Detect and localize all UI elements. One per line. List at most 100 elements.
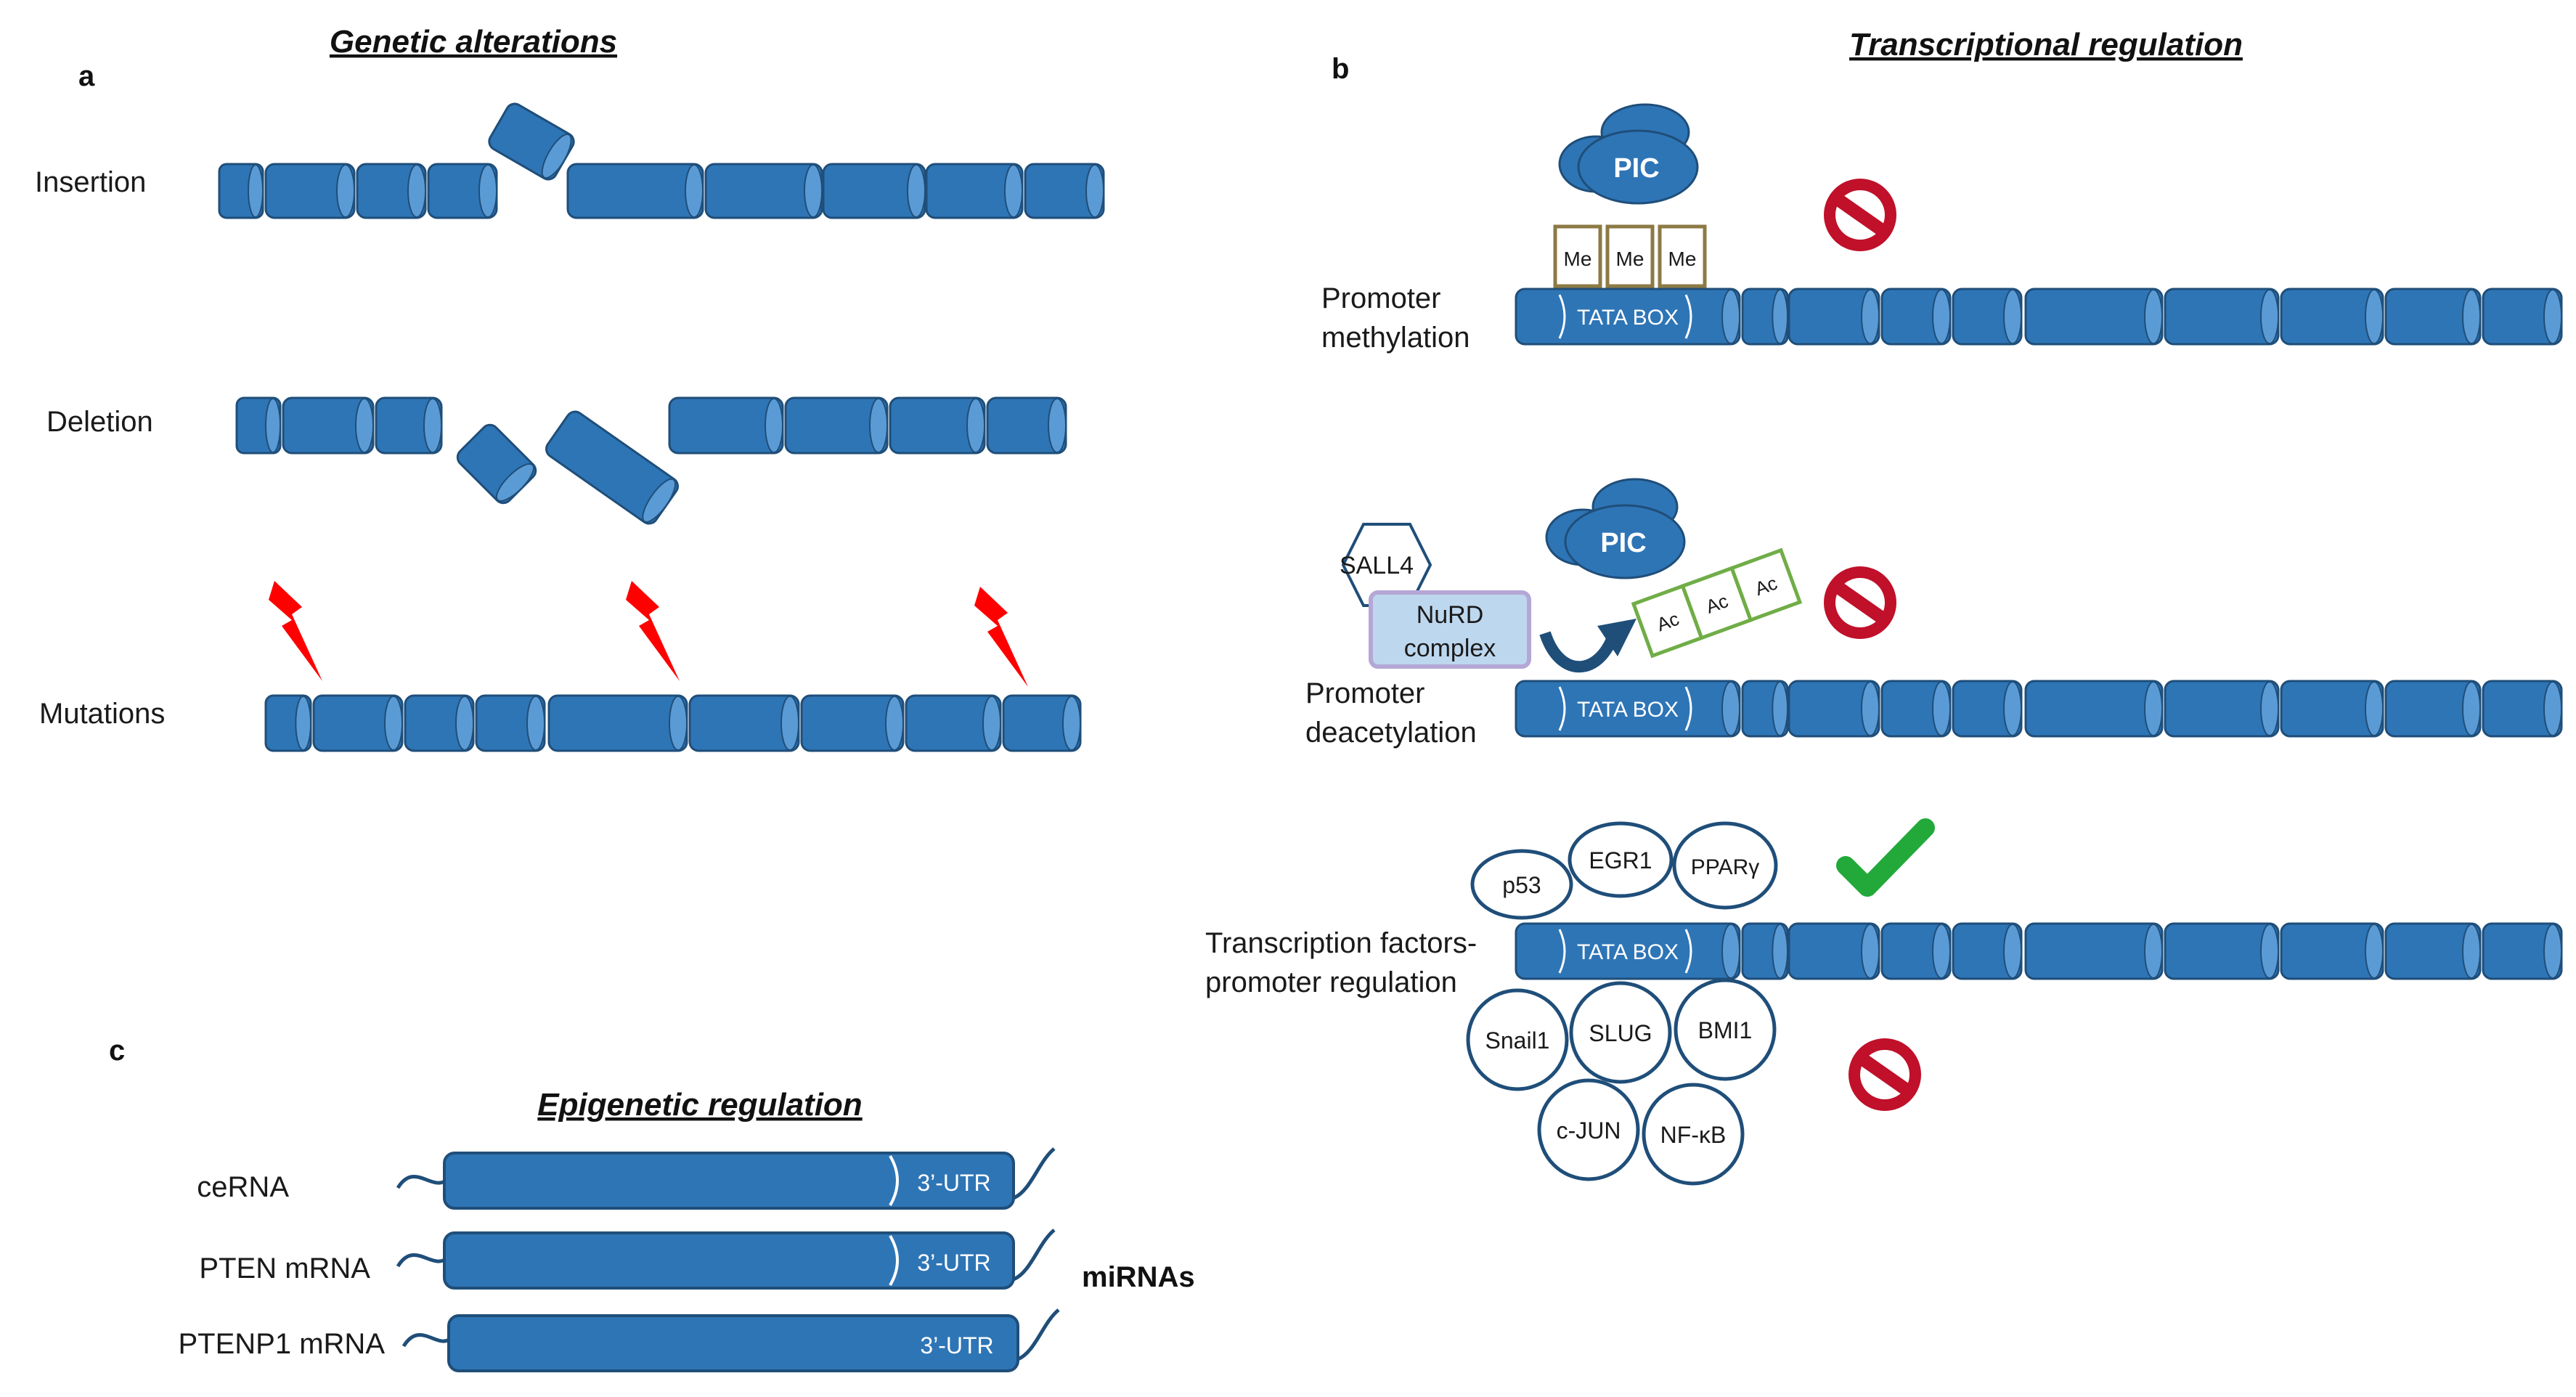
deletion-dna (235, 396, 1067, 525)
dna-segment (800, 694, 905, 752)
dna-segment (1952, 680, 2023, 738)
dna-segment (2164, 922, 2280, 980)
no-sign-icon (1824, 179, 1896, 251)
tf-bmi1: BMI1 (1698, 1017, 1753, 1043)
mutation-lightning-1 (269, 581, 322, 681)
pic-label: PIC (1613, 153, 1659, 184)
dna-segment (282, 396, 375, 455)
panel-a-title: Genetic alterations (330, 24, 617, 60)
methyl-marks: Me Me Me (1553, 224, 1707, 288)
dna-segment (1952, 288, 2023, 346)
tf-nfkb: NF-κB (1660, 1122, 1727, 1148)
no-sign-icon (1824, 566, 1896, 639)
lightning-icon (626, 581, 680, 681)
dna-segment (1741, 922, 1789, 980)
pic-complex-2: PIC (1545, 478, 1686, 579)
tata-box-label: TATA BOX (1577, 306, 1679, 330)
tf-promoter-dna: TATA BOX (1515, 922, 2563, 980)
panel-b-title: Transcriptional regulation (1849, 27, 2243, 62)
dna-segment (1741, 288, 1789, 346)
cerna-label: ceRNA (197, 1171, 289, 1203)
cerna-utr: 3’-UTR (917, 1170, 990, 1196)
dna-segment (475, 694, 546, 752)
dna-segment (2482, 680, 2563, 738)
dna-segment (668, 396, 784, 455)
dna-segment (986, 396, 1067, 455)
tata-box-segment: TATA BOX (1515, 922, 1741, 980)
mutation-lightning-3 (974, 587, 1028, 687)
methylation-label-2: methylation (1321, 322, 1470, 354)
insertion-label: Insertion (35, 166, 146, 198)
dna-segment (2024, 288, 2164, 346)
deacetylation-label-1: Promoter (1305, 677, 1425, 709)
dna-segment (1880, 288, 1952, 346)
panel-b-letter: b (1332, 53, 1349, 85)
methyl-mark-2: Me (1616, 248, 1644, 270)
dna-segment (905, 694, 1002, 752)
dna-segment (822, 163, 926, 219)
dna-segment (488, 102, 575, 181)
methylation-label-1: Promoter (1321, 282, 1441, 314)
dna-segment (545, 410, 679, 525)
dna-segment (547, 694, 688, 752)
tata-box-label: TATA BOX (1577, 940, 1679, 964)
sall4-hexagon: SALL4 (1340, 523, 1432, 607)
acetyl-marks: Ac Ac Ac (1631, 547, 1803, 659)
nurd-complex: NuRD complex (1369, 590, 1531, 669)
curved-arrow-icon (1539, 619, 1637, 673)
dna-segment (688, 694, 800, 752)
dna-segment (2164, 288, 2280, 346)
dna-segment (2482, 922, 2563, 980)
methylation-promoter-dna: TATA BOX (1515, 288, 2563, 346)
dna-segment (218, 163, 264, 219)
cerna-mrna: 3’-UTR (396, 1147, 1056, 1210)
dna-segment (375, 396, 443, 455)
dna-segment (2482, 288, 2563, 346)
dna-segment (235, 396, 282, 455)
pic-complex-1: PIC (1558, 103, 1699, 205)
ptenp1-mrna: 3’-UTR (402, 1308, 1060, 1372)
panel-c-letter: c (109, 1035, 125, 1067)
tata-box-segment: TATA BOX (1515, 680, 1741, 738)
dna-segment (925, 163, 1024, 219)
ptenp1-label: PTENP1 mRNA (179, 1328, 386, 1360)
panel-a: a Genetic alterations Insertion Deletion… (35, 24, 1105, 752)
dna-segment (1880, 680, 1952, 738)
tf-egr1: EGR1 (1589, 847, 1652, 873)
repressor-factors: Snail1 SLUG BMI1 c-JUN NF-κB (1466, 978, 1777, 1186)
dna-segment (356, 163, 427, 219)
mutations-dna (264, 694, 1082, 752)
dna-segment (312, 694, 404, 752)
pic-label: PIC (1600, 528, 1646, 558)
dna-segment (2024, 680, 2164, 738)
panel-c: c Epigenetic regulation ceRNA 3’-UTR PTE… (109, 1035, 1195, 1372)
tata-box-segment: TATA BOX (1515, 288, 1741, 346)
dna-segment (2384, 288, 2482, 346)
panel-c-title: Epigenetic regulation (537, 1087, 862, 1123)
dna-segment (2280, 288, 2384, 346)
mirnas-label: miRNAs (1082, 1261, 1195, 1293)
pten-label: PTEN mRNA (199, 1253, 370, 1284)
methyl-mark-3: Me (1668, 248, 1697, 270)
tf-slug: SLUG (1589, 1020, 1652, 1046)
dna-segment (1880, 922, 1952, 980)
tf-label-2: promoter regulation (1205, 966, 1457, 998)
tf-snail1: Snail1 (1485, 1027, 1550, 1054)
dna-segment (456, 423, 537, 505)
dna-segment (264, 694, 312, 752)
tf-p53: p53 (1502, 872, 1541, 898)
dna-segment (2164, 680, 2280, 738)
nurd-label-1: NuRD (1417, 601, 1484, 629)
dna-segment (2384, 680, 2482, 738)
dna-segment (1788, 288, 1880, 346)
tata-box-label: TATA BOX (1577, 698, 1679, 722)
pten-utr: 3’-UTR (917, 1250, 990, 1276)
dna-segment (1788, 922, 1880, 980)
activator-factors: p53 EGR1 PPARγ (1470, 821, 1778, 920)
deacetylation-label-2: deacetylation (1305, 717, 1477, 749)
methyl-mark-1: Me (1564, 248, 1592, 270)
dna-segment (1024, 163, 1105, 219)
dna-segment (784, 396, 889, 455)
dna-segment (2280, 922, 2384, 980)
